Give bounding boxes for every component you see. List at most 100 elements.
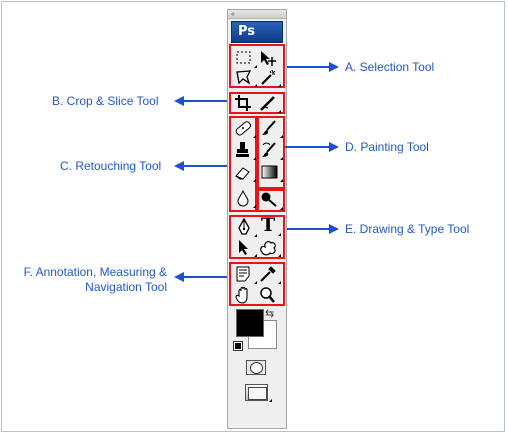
- path-selection-tool[interactable]: [234, 238, 257, 257]
- water-drop-icon: [237, 189, 249, 207]
- photoshop-toolbar: « Ps: [227, 9, 287, 429]
- painting-arrow: [285, 146, 331, 148]
- submenu-triangle-icon: [253, 205, 256, 208]
- submenu-triangle-icon: [253, 135, 256, 138]
- submenu-triangle-icon: [254, 84, 257, 87]
- brush-tool[interactable]: [260, 119, 283, 138]
- slice-tool[interactable]: [258, 94, 281, 113]
- retouching-label: C. Retouching Tool: [60, 159, 162, 173]
- pen-tool[interactable]: [234, 218, 257, 237]
- submenu-triangle-icon: [278, 233, 281, 236]
- submenu-triangle-icon: [278, 254, 281, 257]
- type-tool[interactable]: T: [258, 214, 281, 236]
- painting-arrowhead: [329, 142, 339, 152]
- submenu-triangle-icon: [280, 179, 283, 182]
- selection-label: A. Selection Tool: [345, 60, 435, 74]
- custom-shape-icon: [260, 241, 276, 256]
- submenu-triangle-icon: [278, 84, 281, 87]
- submenu-triangle-icon: [280, 135, 283, 138]
- submenu-triangle-icon: [280, 207, 283, 210]
- painting-label: D. Painting Tool: [345, 140, 429, 154]
- path-selection-icon: [239, 240, 248, 255]
- submenu-triangle-icon: [278, 281, 281, 284]
- submenu-triangle-icon: [280, 157, 283, 160]
- swap-colors-icon[interactable]: ⇆: [265, 308, 275, 320]
- submenu-triangle-icon: [253, 179, 256, 182]
- dodge-icon: [261, 192, 277, 207]
- zoom-tool[interactable]: [258, 286, 278, 304]
- lasso-tool[interactable]: [234, 68, 257, 87]
- painting-group-box: [257, 116, 285, 189]
- submenu-triangle-icon: [254, 234, 257, 237]
- history-brush-icon: [262, 142, 276, 157]
- slice-icon: [260, 96, 275, 111]
- annotation-group-box: [229, 262, 285, 306]
- annotation-label-line2: Navigation Tool: [85, 280, 167, 294]
- clone-stamp-tool[interactable]: [233, 141, 256, 160]
- eraser-icon: [235, 167, 250, 180]
- move-icon: [261, 51, 276, 66]
- eyedropper-icon: [260, 266, 276, 282]
- hand-icon: [235, 286, 248, 304]
- dodge-tool[interactable]: [260, 191, 283, 210]
- submenu-triangle-icon: [269, 399, 272, 402]
- notes-tool[interactable]: [234, 265, 257, 284]
- toolbar-grip[interactable]: «: [228, 10, 286, 19]
- magnifier-icon: [260, 287, 275, 303]
- annotation-arrow: [182, 276, 227, 278]
- gradient-tool[interactable]: [260, 163, 283, 182]
- eyedropper-tool[interactable]: [258, 265, 281, 284]
- submenu-triangle-icon: [278, 110, 281, 113]
- collapse-icon[interactable]: «: [231, 11, 235, 18]
- dodge-highlight-box: [257, 189, 285, 212]
- magic-wand-icon: [261, 69, 276, 85]
- selection-arrowhead: [329, 62, 339, 72]
- lasso-icon: [236, 70, 252, 85]
- type-icon: T: [261, 214, 276, 236]
- healing-brush-tool[interactable]: [233, 119, 256, 138]
- ps-logo-text: Ps: [238, 24, 256, 39]
- crop-slice-arrowhead: [174, 96, 184, 106]
- marquee-icon: [236, 51, 251, 64]
- annotation-label-line1: F. Annotation, Measuring &: [23, 265, 167, 279]
- blur-tool[interactable]: [233, 189, 256, 208]
- crop-slice-group-box: [229, 92, 285, 114]
- drawing-type-label: E. Drawing & Type Tool: [345, 222, 470, 236]
- eraser-tool[interactable]: [233, 163, 256, 182]
- selection-group-box: [229, 44, 285, 88]
- submenu-triangle-icon: [254, 254, 257, 257]
- screen-mode-button[interactable]: [245, 384, 272, 402]
- ps-logo[interactable]: Ps: [231, 21, 283, 43]
- annotation-arrowhead: [174, 272, 184, 282]
- move-tool[interactable]: [258, 49, 278, 67]
- drawing-type-arrow: [287, 228, 331, 230]
- foreground-color-swatch[interactable]: [236, 309, 264, 337]
- history-brush-tool[interactable]: [260, 141, 283, 160]
- crop-slice-label: B. Crop & Slice Tool: [52, 94, 159, 108]
- pen-icon: [238, 218, 250, 235]
- crop-icon: [235, 95, 251, 111]
- submenu-triangle-icon: [254, 281, 257, 284]
- crop-tool[interactable]: [234, 94, 254, 112]
- note-icon: [236, 266, 250, 282]
- drawing-type-group-box: [229, 215, 285, 259]
- default-colors-icon[interactable]: [233, 341, 243, 351]
- submenu-triangle-icon: [254, 65, 257, 68]
- brush-icon: [262, 120, 276, 135]
- submenu-triangle-icon: [253, 157, 256, 160]
- marquee-tool[interactable]: [234, 49, 257, 68]
- crop-slice-arrow: [182, 100, 227, 102]
- magic-wand-tool[interactable]: [258, 68, 281, 87]
- quick-mask-button[interactable]: [246, 360, 266, 375]
- retouching-arrow: [182, 165, 227, 167]
- stamp-icon: [236, 142, 249, 157]
- bandage-icon: [235, 121, 251, 136]
- gradient-icon: [261, 165, 278, 179]
- hand-tool[interactable]: [234, 286, 254, 304]
- selection-arrow: [287, 66, 331, 68]
- retouching-group-box: [229, 116, 257, 212]
- custom-shape-tool[interactable]: [258, 238, 281, 257]
- drawing-type-arrowhead: [329, 224, 339, 234]
- retouching-arrowhead: [174, 161, 184, 171]
